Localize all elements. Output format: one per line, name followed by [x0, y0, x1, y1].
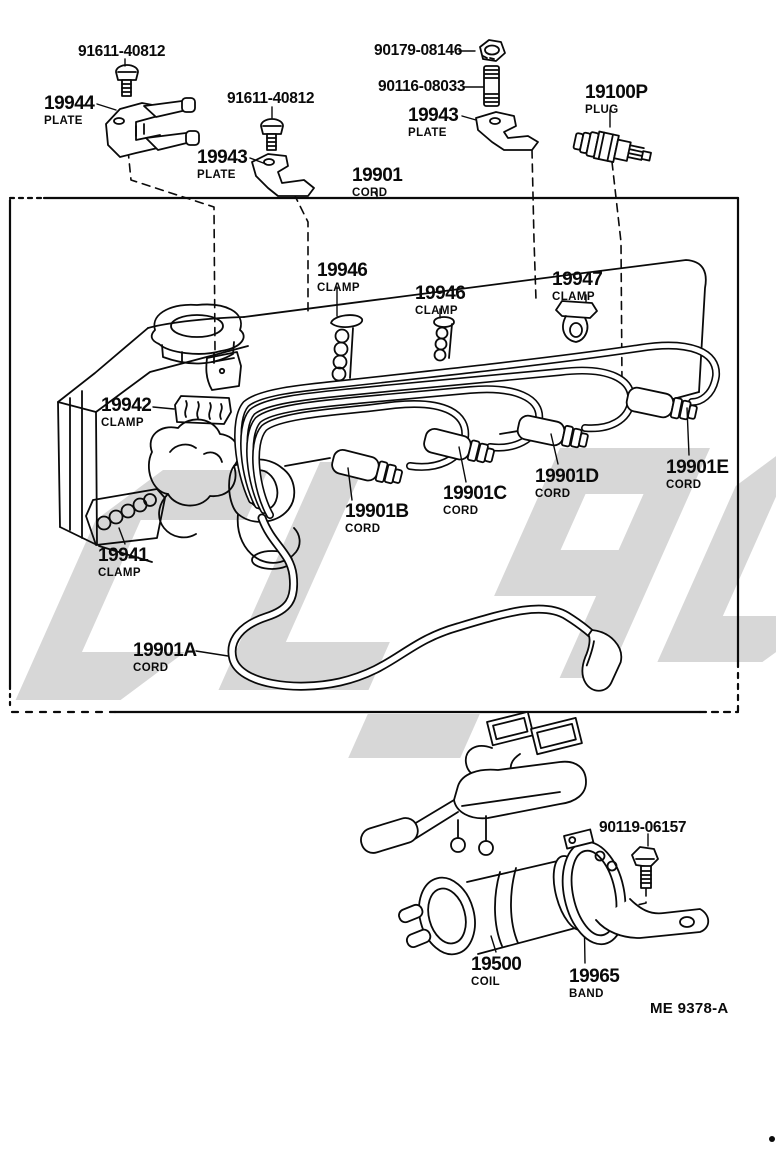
- watermark: [15, 436, 776, 1142]
- clamp-19946-left-drawing: [330, 314, 363, 382]
- part-type: CLAMP: [101, 417, 144, 429]
- plate-19943-right-icon: [475, 111, 539, 151]
- label-plate-19944: 19944 PLATE: [44, 93, 95, 128]
- bolt-top-left2-icon: [260, 118, 284, 151]
- label-plate-19943-left: 19943 PLATE: [197, 147, 248, 182]
- figure-code: ME 9378-A: [650, 1000, 729, 1017]
- oil-filler-cap-drawing: [150, 303, 245, 365]
- part-type: CORD: [666, 479, 702, 491]
- part-number: 19500: [471, 954, 522, 975]
- label-cord-19901: 19901 CORD: [352, 165, 403, 200]
- cord-bundle-drawing: [234, 341, 721, 519]
- part-type: CLAMP: [98, 567, 141, 579]
- label-band-19965: 19965 BAND: [569, 966, 620, 1001]
- band-drawing: [561, 828, 710, 946]
- distributor-drawing: [147, 418, 301, 570]
- label-coil-19500: 19500 COIL: [471, 954, 522, 989]
- part-type: PLATE: [197, 169, 236, 181]
- part-number: 19901C: [443, 483, 507, 504]
- part-number: 19965: [569, 966, 620, 987]
- label-cord-19901e: 19901E CORD: [666, 458, 729, 492]
- label-clamp-19946-mid: 19946 CLAMP: [415, 283, 466, 318]
- nut-icon: [479, 39, 506, 62]
- part-number: 19943: [408, 105, 459, 126]
- part-type: CLAMP: [415, 305, 458, 317]
- part-type: CORD: [535, 488, 571, 500]
- part-number: 19943: [197, 147, 248, 168]
- part-number: 19944: [44, 93, 95, 114]
- part-number: 19901A: [133, 640, 197, 661]
- clamp-19947-drawing: [555, 300, 598, 343]
- stud-icon: [483, 65, 500, 107]
- clamp-19946-mid-drawing: [433, 316, 455, 362]
- bolt-top-left-icon: [115, 64, 139, 97]
- label-bolt-top-left2: 91611-40812: [227, 90, 315, 107]
- part-type: BAND: [569, 988, 604, 1000]
- label-clamp-19946-left: 19946 CLAMP: [317, 260, 368, 295]
- label-bolt-90119: 90119-06157: [599, 819, 687, 836]
- plate-19943-left-icon: [251, 153, 315, 197]
- part-number: 19901D: [535, 466, 599, 487]
- spark-plug-icon: [572, 130, 652, 164]
- part-type: CORD: [352, 187, 388, 199]
- part-type: CLAMP: [552, 291, 595, 303]
- frame-box: [8, 196, 740, 714]
- igniter-drawing: [360, 710, 587, 856]
- leader-lines: [96, 50, 690, 964]
- boot-d-drawing: [516, 414, 589, 449]
- plate-19944-icon: [105, 97, 200, 158]
- clamp-19942-drawing: [174, 395, 232, 425]
- part-type: CORD: [345, 523, 381, 535]
- label-cord-19901d: 19901D CORD: [535, 467, 599, 501]
- part-type: CORD: [133, 662, 169, 674]
- label-plug-19100p: 19100P PLUG: [585, 83, 648, 117]
- part-number: 91611-40812: [227, 90, 315, 107]
- bolt-90119-icon: [631, 846, 659, 889]
- cord-19901e-drawing: [234, 341, 721, 504]
- label-cord-19901a: 19901A CORD: [133, 641, 197, 675]
- part-number: 19100P: [585, 82, 648, 103]
- label-stud-90116: 90116-08033: [378, 78, 466, 95]
- part-type: PLATE: [408, 127, 447, 139]
- label-cord-19901b: 19901B CORD: [345, 502, 409, 536]
- part-type: CORD: [443, 505, 479, 517]
- boot-c-drawing: [423, 428, 495, 464]
- part-number: 19901: [352, 165, 403, 186]
- part-type: CLAMP: [317, 282, 360, 294]
- part-type: COIL: [471, 976, 501, 988]
- part-number: 19946: [415, 283, 466, 304]
- label-bolt-top-left: 91611-40812: [78, 43, 166, 60]
- part-type: PLUG: [585, 104, 619, 116]
- label-nut-90179: 90179-08146: [374, 43, 462, 59]
- part-number: 19942: [101, 395, 152, 416]
- part-number: 90179-08146: [374, 42, 463, 59]
- part-type: PLATE: [44, 115, 83, 127]
- part-number: 19901E: [666, 457, 729, 478]
- part-number: 90119-06157: [599, 819, 687, 836]
- part-number: 19947: [552, 269, 603, 290]
- part-number: 19941: [98, 545, 149, 566]
- label-clamp-19941: 19941 CLAMP: [98, 545, 149, 580]
- part-number: 19901B: [345, 501, 409, 522]
- part-number: 91611-40812: [78, 43, 166, 60]
- part-number: 90116-08033: [378, 78, 466, 95]
- part-number: 19946: [317, 260, 368, 281]
- label-cord-19901c: 19901C CORD: [443, 484, 507, 518]
- label-clamp-19947: 19947 CLAMP: [552, 269, 603, 304]
- label-clamp-19942: 19942 CLAMP: [101, 395, 152, 430]
- boot-b-drawing: [331, 449, 403, 485]
- cord-19901a-drawing: [227, 513, 623, 692]
- cover-bracket-drawing: [205, 351, 242, 391]
- label-plate-19943-right: 19943 PLATE: [408, 105, 459, 140]
